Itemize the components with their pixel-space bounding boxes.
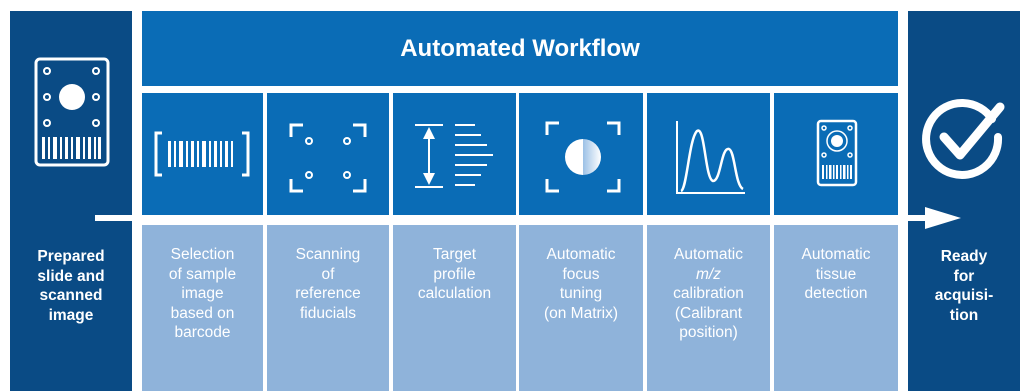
barcode-scan-icon	[154, 131, 250, 177]
workflow-arrow	[95, 207, 961, 229]
step-4-icon-box	[519, 93, 643, 221]
step-6-text-box: Automatic tissue detection	[774, 225, 898, 391]
step-4-label: Automatic focus tuning (on Matrix)	[543, 246, 619, 322]
start-label: Prepared slide and scanned image	[37, 248, 105, 324]
step-2-label: Scanning of reference fiducials	[295, 246, 361, 322]
step-4-text-box: Automatic focus tuning (on Matrix)	[519, 225, 643, 391]
tissue-slide-icon	[816, 119, 858, 187]
end-label: Ready for acquisi- tion	[934, 248, 994, 324]
step-6-label: Automatic tissue detection	[801, 246, 871, 302]
step-1-text-box: Selection of sample image based on barco…	[142, 225, 263, 391]
step-5-icon-box	[647, 93, 770, 221]
slide-barcode-icon	[34, 57, 110, 167]
step-5-text-box: Automatic m/z calibration (Calibrant pos…	[647, 225, 770, 391]
spectrum-peaks-icon	[676, 121, 745, 194]
step-1-icon-box	[142, 93, 263, 221]
step-1-label: Selection of sample image based on barco…	[168, 246, 237, 341]
profile-height-icon	[415, 124, 493, 188]
step-5-label-mz: m/z	[696, 265, 721, 283]
step-5-label-rest: calibration (Calibrant position)	[673, 285, 744, 341]
step-2-icon-box	[267, 93, 389, 221]
fiducial-corners-icon	[289, 123, 367, 193]
step-3-text-box: Target profile calculation	[393, 225, 516, 391]
header-bar	[142, 11, 898, 86]
step-5-label-line1: Automatic	[674, 246, 743, 263]
step-3-icon-box	[393, 93, 516, 221]
start-panel: Prepared slide and scanned image	[10, 11, 132, 391]
end-panel: Ready for acquisi- tion	[908, 11, 1020, 391]
step-5-label: Automatic m/z calibration (Calibrant pos…	[647, 245, 770, 343]
step-6-icon-box	[774, 93, 898, 221]
step-2-text-box: Scanning of reference fiducials	[267, 225, 389, 391]
header-title: Automated Workflow	[400, 34, 640, 62]
step-3-label: Target profile calculation	[417, 246, 492, 302]
checkmark-circle-icon	[922, 98, 1005, 179]
focus-lens-icon	[545, 121, 621, 193]
